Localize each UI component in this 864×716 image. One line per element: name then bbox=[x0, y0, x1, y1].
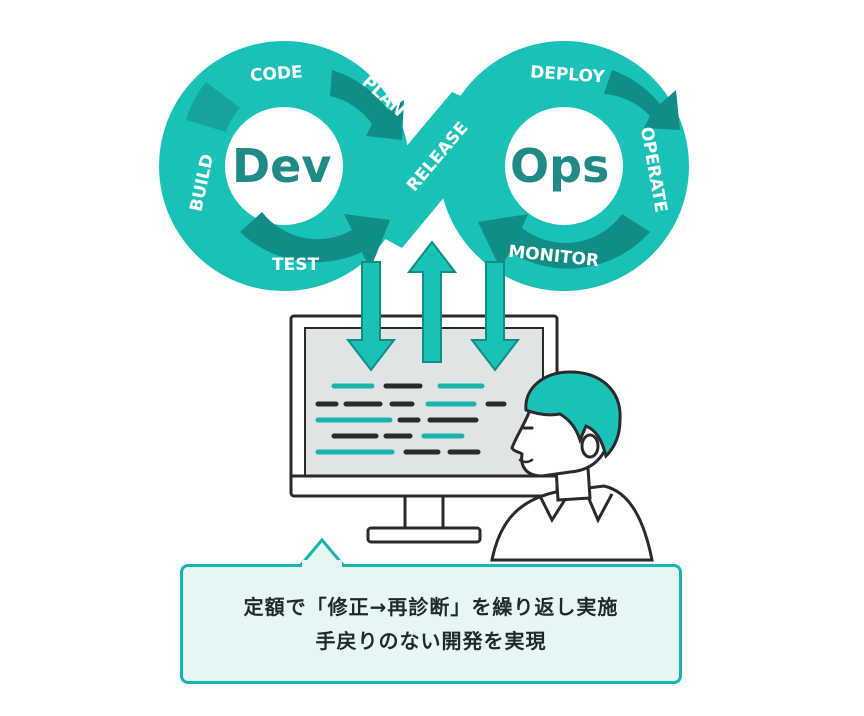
person-ear bbox=[580, 433, 600, 459]
arrow-down-right bbox=[469, 261, 521, 372]
arrow-down-left bbox=[345, 261, 397, 372]
callout-pointer-cover bbox=[302, 560, 342, 570]
callout-box: 定額で「修正→再診断」を繰り返し実施 手戻りのない開発を実現 bbox=[180, 564, 682, 684]
monitor-base bbox=[366, 526, 482, 544]
build-segment bbox=[186, 82, 240, 132]
stage-test-label: TEST bbox=[272, 255, 319, 275]
operate-segment bbox=[604, 70, 680, 130]
person-hair bbox=[524, 370, 622, 459]
code-lines bbox=[315, 383, 507, 455]
monitor-segment bbox=[478, 214, 650, 269]
ops-label: Ops bbox=[510, 139, 609, 193]
plan-segment bbox=[330, 70, 404, 140]
arrow-up-center bbox=[406, 240, 458, 363]
person-mouth bbox=[518, 458, 534, 464]
dev-label: Dev bbox=[232, 139, 331, 193]
release-band bbox=[346, 92, 510, 248]
dev-ring bbox=[159, 41, 409, 291]
monitor-neck bbox=[403, 494, 445, 532]
flow-arrows bbox=[345, 240, 521, 372]
devops-infinity-loop: CODE PLAN BUILD TEST RELEASE DEPLOY OPER… bbox=[159, 41, 689, 291]
callout-line-1: 定額で「修正→再診断」を繰り返し実施 bbox=[243, 595, 619, 619]
developer-person bbox=[490, 370, 654, 562]
callout-line-2: 手戻りのない開発を実現 bbox=[315, 629, 547, 653]
person-collar bbox=[538, 491, 614, 524]
test-segment bbox=[240, 212, 390, 270]
stage-code-label: CODE bbox=[249, 62, 303, 86]
callout-pointer bbox=[298, 537, 346, 567]
